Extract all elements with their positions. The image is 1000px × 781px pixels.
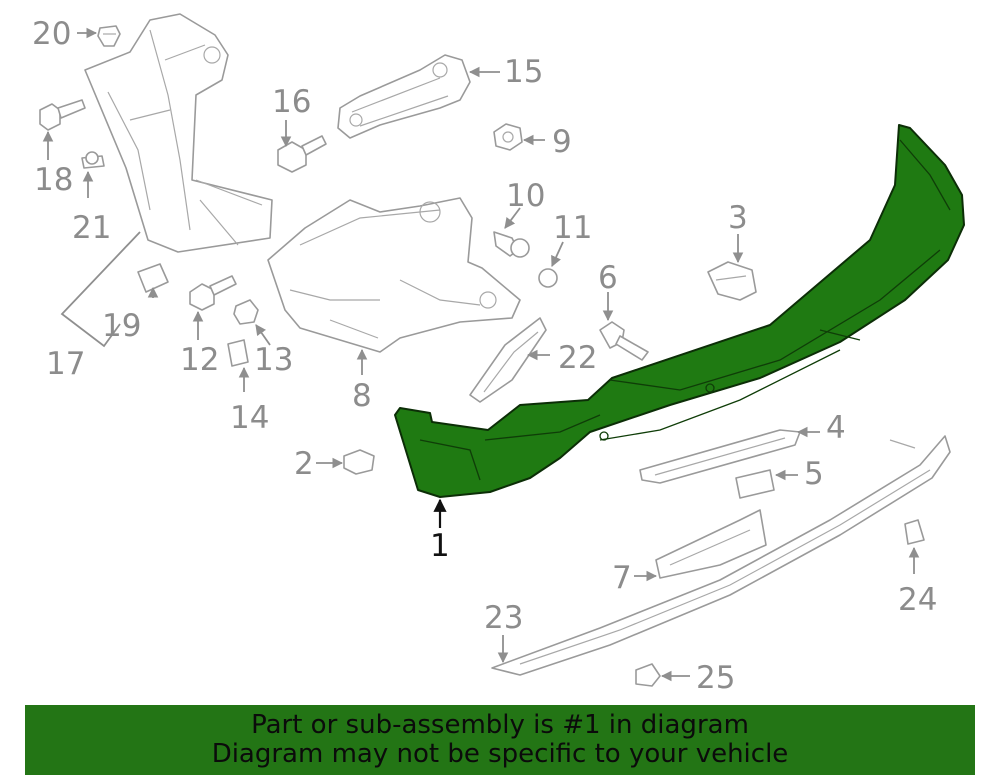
nut-part-13 (233, 299, 259, 325)
callout-22: 22 (558, 340, 597, 376)
pad-part-19 (137, 263, 169, 293)
info-banner: Part or sub-assembly is #1 in diagram Di… (25, 705, 975, 775)
callout-12: 12 (180, 342, 219, 378)
banner-line-disclaimer: Diagram may not be specific to your vehi… (211, 739, 789, 769)
callout-21: 21 (72, 210, 111, 246)
bracket-part-7 (655, 509, 767, 579)
parts-diagram: 1 2 3 4 5 6 7 8 9 10 11 12 13 14 15 16 1… (32, 13, 965, 696)
bracket-part-8 (267, 197, 521, 353)
callout-3: 3 (728, 200, 748, 236)
callout-13: 13 (254, 342, 293, 378)
callout-11: 11 (553, 210, 592, 246)
bolt-part-12 (189, 275, 237, 311)
callout-25: 25 (696, 660, 735, 696)
reflector-part-22 (469, 317, 547, 403)
callout-4: 4 (826, 410, 846, 446)
bolt-part-16 (277, 135, 327, 173)
bumper-cover-part-1[interactable] (394, 124, 965, 498)
clip-part-14 (227, 339, 249, 367)
clip-part-24 (904, 519, 925, 545)
callout-20: 20 (32, 16, 71, 52)
nut-part-9 (493, 123, 523, 151)
callout-17: 17 (46, 346, 85, 382)
callout-7: 7 (612, 560, 632, 596)
callout-19: 19 (102, 308, 141, 344)
callout-1: 1 (430, 528, 450, 564)
clip-part-2 (343, 449, 375, 475)
screw-part-10 (493, 231, 530, 258)
bolt-part-6 (599, 321, 649, 361)
side-bracket-part-17 (84, 13, 273, 253)
callout-15: 15 (504, 54, 543, 90)
callout-5: 5 (804, 456, 824, 492)
clip-part-11 (538, 268, 558, 288)
bracket-part-15 (337, 54, 471, 139)
callout-labels: 1 2 3 4 5 6 7 8 9 10 11 12 13 14 15 16 1… (32, 16, 937, 696)
callout-2: 2 (294, 446, 314, 482)
callout-10: 10 (506, 178, 545, 214)
callout-6: 6 (598, 260, 618, 296)
clip-part-21 (81, 151, 105, 169)
banner-line-part-info: Part or sub-assembly is #1 in diagram (251, 710, 749, 740)
callout-8: 8 (352, 378, 372, 414)
clip-part-25 (635, 663, 661, 687)
callout-16: 16 (272, 84, 311, 120)
bracket-part-3 (707, 261, 757, 301)
callout-23: 23 (484, 600, 523, 636)
strip-part-4 (639, 429, 801, 484)
screw-part-20 (97, 25, 121, 47)
callout-24: 24 (898, 582, 937, 618)
bolt-part-18 (39, 99, 86, 131)
leader-lines (42, 27, 920, 682)
lower-beam-part-23 (491, 435, 951, 676)
callout-9: 9 (552, 124, 572, 160)
callout-18: 18 (34, 162, 73, 198)
block-part-5 (735, 469, 775, 499)
callout-14: 14 (230, 400, 269, 436)
